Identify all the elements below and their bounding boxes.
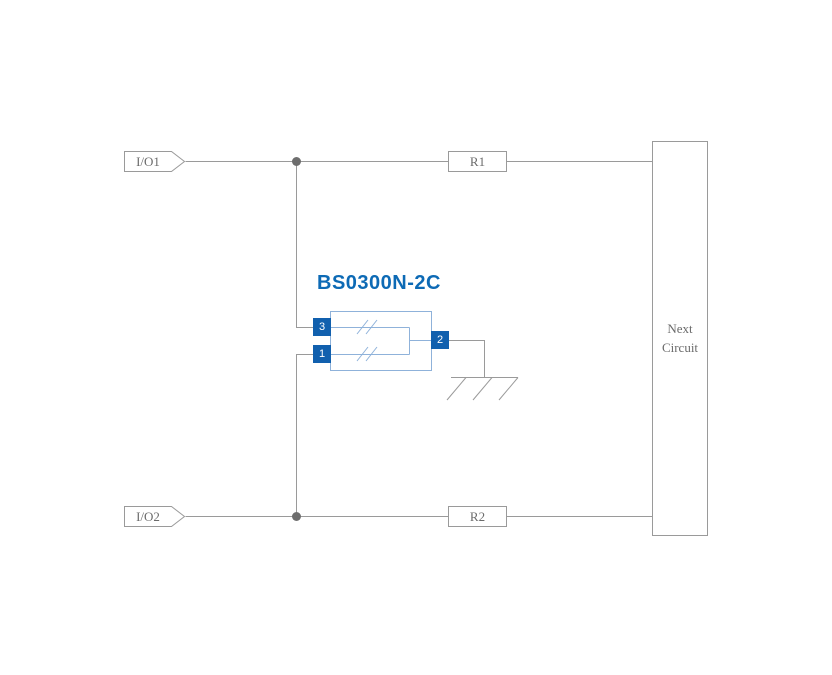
pin-3: 3 xyxy=(313,318,331,336)
pin-2: 2 xyxy=(431,331,449,349)
io1-label: I/O1 xyxy=(136,153,160,169)
wire-pin2-to-ground xyxy=(449,340,485,378)
junction-dot-top xyxy=(292,157,301,166)
tvs-component-body xyxy=(330,311,432,371)
tvs-diode-icon-bottom xyxy=(356,346,378,362)
junction-dot-bottom xyxy=(292,512,301,521)
pin-1: 1 xyxy=(313,345,331,363)
wire-io1-to-pin3 xyxy=(296,161,313,328)
tvs-internal-wiring xyxy=(331,319,431,362)
next-circuit-block: Next Circuit xyxy=(652,141,708,536)
tvs-diode-icon-top xyxy=(356,319,378,335)
io1-connector-tag xyxy=(124,151,186,172)
io2-connector-tag xyxy=(124,506,186,527)
wire-group xyxy=(185,161,652,517)
io2-label: I/O2 xyxy=(136,508,160,524)
resistor-r1: R1 xyxy=(448,151,507,172)
chassis-ground-icon xyxy=(446,377,519,401)
resistor-r2: R2 xyxy=(448,506,507,527)
next-circuit-label: Next Circuit xyxy=(661,320,699,355)
wire-io2-to-pin1 xyxy=(296,354,313,517)
component-part-number: BS0300N-2C xyxy=(317,272,441,294)
